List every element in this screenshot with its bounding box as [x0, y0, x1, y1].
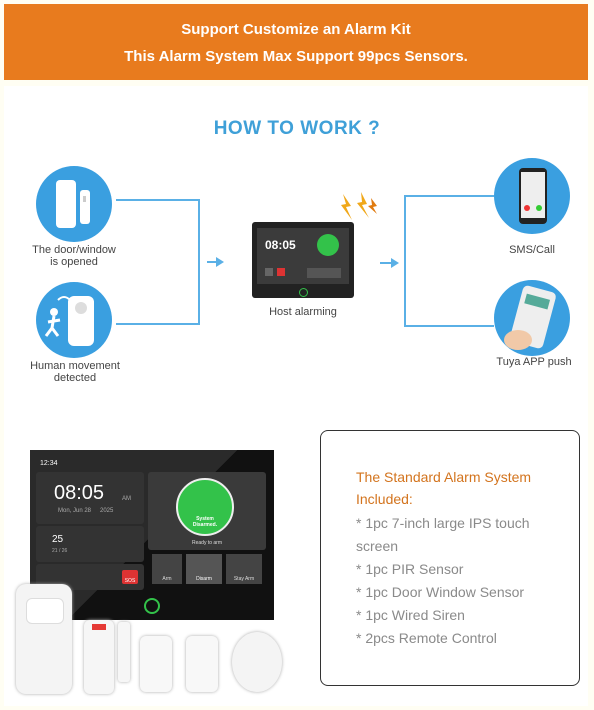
sms-call-label: SMS/Call — [509, 244, 555, 256]
kit-item: * 1pc Wired Siren — [356, 607, 465, 623]
siren-image — [232, 632, 282, 692]
human-label: Human movement detected — [20, 360, 130, 384]
arrow-right-icon-2 — [391, 258, 399, 268]
kit-contents-box: The Standard Alarm System Included: * 1p… — [320, 430, 580, 686]
status-time: 12:34 — [40, 460, 58, 467]
host-clock: 08:05 — [265, 238, 296, 252]
banner-line-2: This Alarm System Max Support 99pcs Sens… — [124, 48, 468, 65]
door-label-line-1: The door/window — [32, 244, 116, 256]
stay-arm-button[interactable]: Stay Arm — [226, 554, 262, 584]
remote-control-image-2 — [186, 636, 218, 692]
door-sensor-image — [84, 620, 114, 694]
panel-clock: 08:05 — [54, 482, 105, 504]
kit-title-line-2: Included: — [356, 491, 413, 507]
door-label-line-2: is opened — [50, 256, 98, 268]
kit-title: The Standard Alarm System Included: — [356, 466, 556, 510]
sos-button[interactable]: SOS — [122, 570, 138, 584]
host-label: Host alarming — [269, 306, 337, 318]
host-status-icon — [317, 234, 339, 256]
pir-sensor-icon — [44, 296, 94, 346]
banner: Support Customize an Alarm Kit This Alar… — [4, 4, 588, 80]
disarmed-status-icon: System Disarmed. — [176, 478, 234, 536]
door-sensor-icon — [56, 180, 90, 228]
panel-temp-range: 21 / 26 — [52, 548, 68, 554]
sms-call-circle — [494, 158, 570, 234]
kit-item: * 1pc 7-inch large IPS touch screen — [356, 515, 530, 554]
pir-sensor-circle — [36, 282, 112, 358]
how-to-work-title: HOW TO WORK ? — [213, 118, 381, 139]
connector-right-top — [404, 195, 494, 197]
ready-to-arm: Ready to arm — [191, 540, 222, 546]
panel-temp: 25 — [52, 534, 64, 545]
door-sensor-circle — [36, 166, 112, 242]
kit-item: * 1pc Door Window Sensor — [356, 584, 525, 600]
pir-sensor-image — [16, 584, 72, 694]
banner-line-1: Support Customize an Alarm Kit — [181, 21, 411, 38]
tuya-push-label: Tuya APP push — [496, 356, 572, 368]
kit-item: * 1pc PIR Sensor — [356, 561, 464, 577]
home-button[interactable] — [144, 598, 160, 614]
panel-am: AM — [122, 496, 131, 502]
connector-left-vertical — [198, 199, 200, 325]
connector-left-arrow-shaft — [207, 261, 217, 263]
panel-year: 2025 — [100, 508, 114, 514]
kit-item: * 2pcs Remote Control — [356, 630, 497, 646]
arm-button[interactable]: Arm — [152, 554, 182, 584]
kit-title-line-1: The Standard Alarm System — [356, 469, 532, 485]
host-home-button — [299, 288, 308, 297]
door-label: The door/window is opened — [24, 244, 124, 268]
status-line-2: Disarmed. — [192, 522, 218, 528]
disarm-button[interactable]: Disarm — [186, 554, 222, 584]
host-screen: 08:05 — [257, 228, 349, 284]
connector-right-arrow-shaft — [380, 262, 392, 264]
connector-right-bottom — [404, 325, 494, 327]
connector-right-vertical — [404, 195, 406, 327]
human-label-line-2: detected — [53, 372, 97, 384]
tuya-app-icon — [504, 285, 556, 350]
status-line-1: System — [196, 516, 214, 522]
door-magnet-image — [118, 622, 130, 682]
arrow-right-icon — [216, 257, 224, 267]
alarm-lightning-icon — [341, 192, 377, 220]
kit-items-list: * 1pc 7-inch large IPS touch screen * 1p… — [356, 512, 561, 650]
panel-date: Mon, Jun 28 — [58, 508, 92, 514]
phone-call-icon — [519, 168, 547, 224]
remote-control-image-1 — [140, 636, 172, 692]
connector-left-top — [116, 199, 200, 201]
host-panel-image: 08:05 — [252, 222, 354, 298]
connector-left-bottom — [116, 323, 200, 325]
tuya-app-circle — [494, 280, 570, 356]
human-label-line-1: Human movement — [30, 360, 120, 372]
